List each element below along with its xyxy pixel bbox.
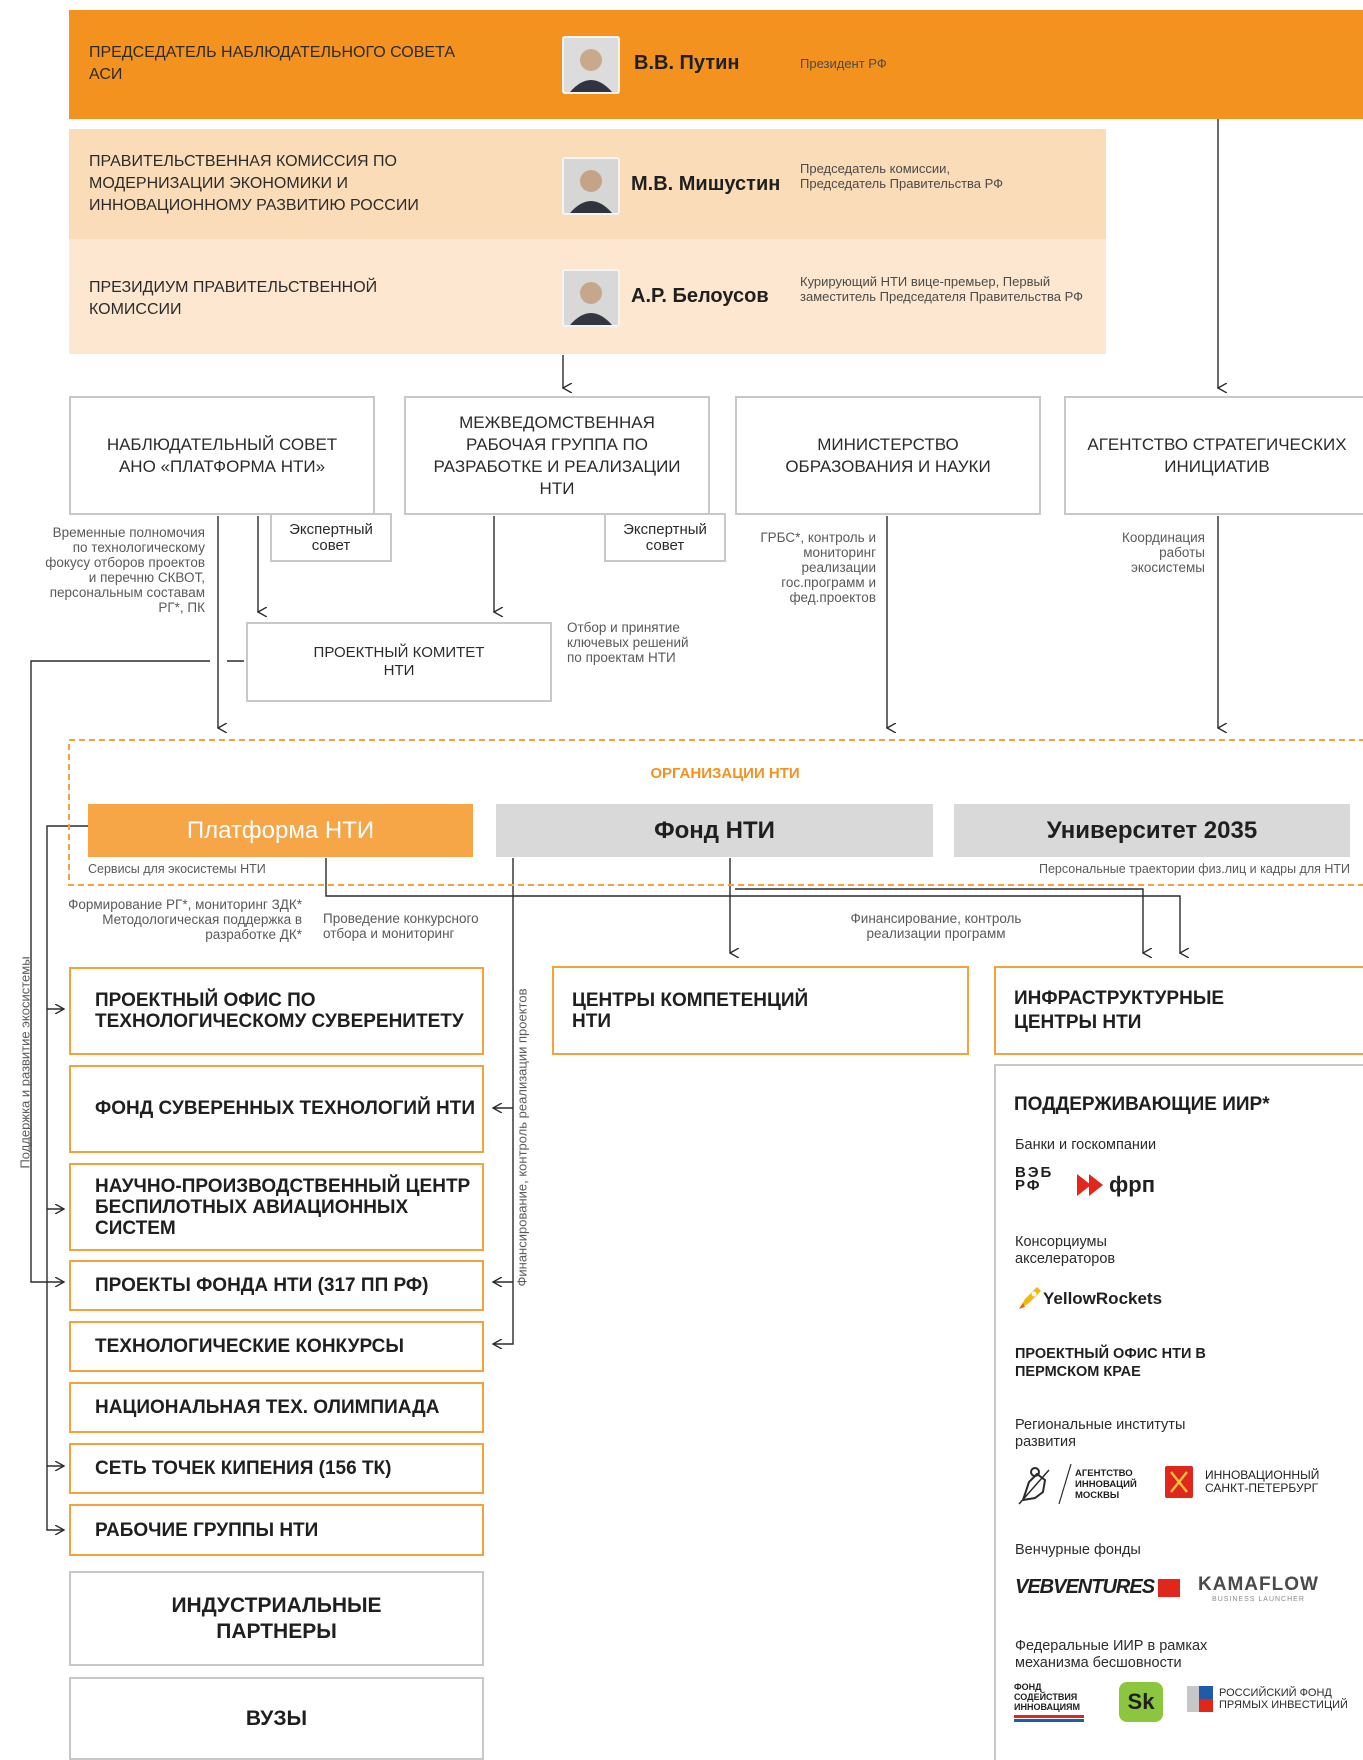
- expert-council-box-2: Экспертный совет: [604, 513, 726, 562]
- person-role: Президент РФ: [800, 56, 887, 71]
- vebventures-text: VEBVENTURES: [1015, 1576, 1155, 1598]
- label-support-vertical: Поддержка и развитие экосистемы: [17, 956, 33, 1169]
- platform-sub: Сервисы для экосистемы НТИ: [88, 862, 266, 876]
- spb-logo-text: ИННОВАЦИОННЫЙ САНКТ-ПЕТЕРБУРГ: [1205, 1468, 1320, 1495]
- iir-consortia: Консорциумы акселераторов: [1015, 1234, 1116, 1267]
- yellowrockets-logo: YellowRockets: [1015, 1285, 1162, 1313]
- person-name: М.В. Мишустин: [631, 173, 781, 195]
- note-grbs: ГРБС*, контроль и мониторинг реализации …: [760, 530, 876, 605]
- person-role: Председатель комиссии, Председатель Прав…: [800, 161, 1004, 191]
- portrait-putin: [562, 36, 620, 94]
- infrastructure-centers-label: ИНФРАСТРУКТУРНЫЕ ЦЕНТРЫ НТИ: [1014, 987, 1225, 1033]
- portrait-belousov: [562, 269, 620, 327]
- org-box-sovereign-fund: ФОНД СУВЕРЕННЫХ ТЕХНОЛОГИЙ НТИ: [69, 1065, 484, 1153]
- frp-arrow-icon: [1077, 1174, 1103, 1196]
- org-box-boiling-points: СЕТЬ ТОЧЕК КИПЕНИЯ (156 ТК): [69, 1443, 484, 1494]
- spb-logo: ИННОВАЦИОННЫЙ САНКТ-ПЕТЕРБУРГ: [1165, 1466, 1335, 1498]
- iir-banks: Банки и госкомпании: [1015, 1137, 1157, 1153]
- kamaflow-text: KAMAFLOW: [1198, 1574, 1319, 1595]
- fund-nti: Фонд НТИ: [496, 804, 933, 857]
- vebventures-logo: VEBVENTURES: [1015, 1576, 1181, 1599]
- note-financing-programs: Финансирование, контроль реализации прог…: [850, 911, 1022, 941]
- university-sub: Персональные траектории физ.лиц и кадры …: [1038, 862, 1350, 876]
- person-role: Курирующий НТИ вице-премьер, Первый заме…: [800, 274, 1083, 304]
- note-coordination: Координация работы экосистемы: [1121, 530, 1205, 575]
- skolkovo-text: Sk: [1127, 1689, 1155, 1714]
- infrastructure-centers-box: ИНФРАСТРУКТУРНЫЕ ЦЕНТРЫ НТИ: [994, 966, 1363, 1055]
- org-box-project-office: ПРОЕКТНЫЙ ОФИС ПО ТЕХНОЛОГИЧЕСКОМУ СУВЕР…: [69, 967, 484, 1055]
- competence-centers-label: ЦЕНТРЫ КОМПЕТЕНЦИЙ НТИ: [572, 989, 809, 1032]
- kamaflow-logo: KAMAFLOW BUSINESS LAUNCHER: [1198, 1574, 1319, 1603]
- rfpi-logo: РОССИЙСКИЙ ФОНД ПРЯМЫХ ИНВЕСТИЦИЙ: [1187, 1686, 1351, 1712]
- kamaflow-sub: BUSINESS LAUNCHER: [1212, 1596, 1305, 1603]
- band-putin: ПРЕДСЕДАТЕЛЬ НАБЛЮДАТЕЛЬНОГО СОВЕТА АСИ …: [69, 10, 1363, 119]
- label-financing-vertical: Финансирование, контроль реализации прое…: [514, 988, 530, 1287]
- note-rg-monitoring: Формирование РГ*, мониторинг ЗДК* Методо…: [68, 897, 302, 942]
- aim-logo-text: АГЕНТСТВО ИННОВАЦИЙ МОСКВЫ: [1075, 1467, 1137, 1501]
- fsi-logo-text: ФОНД СОДЕЙСТВИЯ ИННОВАЦИЯМ: [1014, 1682, 1081, 1712]
- platform-nti: Платформа НТИ: [88, 804, 473, 857]
- moscow-coat-icon: [1018, 1467, 1050, 1505]
- org-box-fund-projects: ПРОЕКТЫ ФОНДА НТИ (317 ПП РФ): [69, 1260, 484, 1311]
- band-title: ПРЕЗИДИУМ ПРАВИТЕЛЬСТВЕННОЙ КОМИССИИ: [89, 279, 378, 318]
- university-2035: Университет 2035: [954, 804, 1350, 857]
- slash-divider: [1058, 1463, 1072, 1505]
- iir-perm: ПРОЕКТНЫЙ ОФИС НТИ В ПЕРМСКОМ КРАЕ: [1015, 1346, 1206, 1380]
- yellowrockets-text: YellowRockets: [1043, 1289, 1163, 1308]
- rocket-icon: [1019, 1287, 1041, 1309]
- frp-logo-text: фрп: [1109, 1172, 1155, 1197]
- band-title: ПРАВИТЕЛЬСТВЕННАЯ КОМИССИЯ ПО МОДЕРНИЗАЦ…: [89, 153, 419, 214]
- spb-coat-icon: [1165, 1466, 1193, 1498]
- org-box-tech-contests: ТЕХНОЛОГИЧЕСКИЕ КОНКУРСЫ: [69, 1321, 484, 1372]
- org-box-uav-center: НАУЧНО-ПРОИЗВОДСТВЕННЫЙ ЦЕНТР БЕСПИЛОТНЫ…: [69, 1163, 484, 1251]
- fsi-logo: ФОНД СОДЕЙСТВИЯ ИННОВАЦИЯМ: [1014, 1682, 1094, 1730]
- person-name: А.Р. Белоусов: [631, 285, 769, 307]
- rfpi-flag-icon: [1187, 1686, 1213, 1712]
- fsi-flag-icon: [1014, 1715, 1084, 1722]
- band-belousov: ПРЕЗИДИУМ ПРАВИТЕЛЬСТВЕННОЙ КОМИССИИ А.Р…: [69, 239, 1106, 354]
- band-title: ПРЕДСЕДАТЕЛЬ НАБЛЮДАТЕЛЬНОГО СОВЕТА АСИ: [89, 44, 456, 83]
- aim-logo: АГЕНТСТВО ИННОВАЦИЙ МОСКВЫ: [1015, 1462, 1147, 1506]
- supervisory-council-box: НАБЛЮДАТЕЛЬНЫЙ СОВЕТ АНО «ПЛАТФОРМА НТИ»: [69, 396, 375, 515]
- band-mishustin: ПРАВИТЕЛЬСТВЕННАЯ КОМИССИЯ ПО МОДЕРНИЗАЦ…: [69, 129, 1106, 239]
- portrait-mishustin: [562, 157, 620, 215]
- frp-logo: фрп: [1077, 1172, 1155, 1198]
- orgs-title: ОРГАНИЗАЦИИ НТИ: [650, 765, 800, 782]
- ministry-box: МИНИСТЕРСТВО ОБРАЗОВАНИЯ И НАУКИ: [735, 396, 1041, 515]
- agency-box: АГЕНТСТВО СТРАТЕГИЧЕСКИХ ИНИЦИАТИВ: [1064, 396, 1363, 515]
- iir-regional: Региональные институты развития: [1015, 1417, 1186, 1450]
- note-contest: Проведение конкурсного отбора и монитори…: [323, 911, 479, 941]
- note-temporary-powers: Временные полномочия по технологическому…: [45, 525, 205, 615]
- org-box-olympiad: НАЦИОНАЛЬНАЯ ТЕХ. ОЛИМПИАДА: [69, 1382, 484, 1433]
- rfpi-logo-text: РОССИЙСКИЙ ФОНД ПРЯМЫХ ИНВЕСТИЦИЙ: [1219, 1687, 1348, 1711]
- competence-centers-box: ЦЕНТРЫ КОМПЕТЕНЦИЙ НТИ: [552, 966, 969, 1055]
- iir-panel: [994, 1064, 1363, 1760]
- industrial-partners-box: ИНДУСТРИАЛЬНЫЕ ПАРТНЕРЫ: [69, 1571, 484, 1666]
- veb-logo: ВЭБ РФ: [1015, 1164, 1057, 1194]
- note-selection: Отбор и принятие ключевых решений по про…: [567, 620, 689, 665]
- vebventures-mark: [1158, 1578, 1181, 1597]
- working-group-box: МЕЖВЕДОМСТВЕННАЯ РАБОЧАЯ ГРУППА ПО РАЗРА…: [404, 396, 710, 515]
- iir-title: ПОДДЕРЖИВАЮЩИЕ ИИР*: [1014, 1094, 1270, 1115]
- expert-council-box-1: Экспертный совет: [270, 513, 392, 562]
- universities-box: ВУЗЫ: [69, 1677, 484, 1760]
- iir-venture: Венчурные фонды: [1015, 1542, 1141, 1558]
- skolkovo-logo: Sk: [1119, 1682, 1163, 1722]
- iir-federal: Федеральные ИИР в рамках механизма бесшо…: [1015, 1638, 1208, 1671]
- org-box-working-groups: РАБОЧИЕ ГРУППЫ НТИ: [69, 1504, 484, 1556]
- veb-logo-text: ВЭБ РФ: [1015, 1164, 1054, 1194]
- person-name: В.В. Путин: [634, 52, 740, 74]
- project-committee-box: ПРОЕКТНЫЙ КОМИТЕТ НТИ: [246, 622, 552, 702]
